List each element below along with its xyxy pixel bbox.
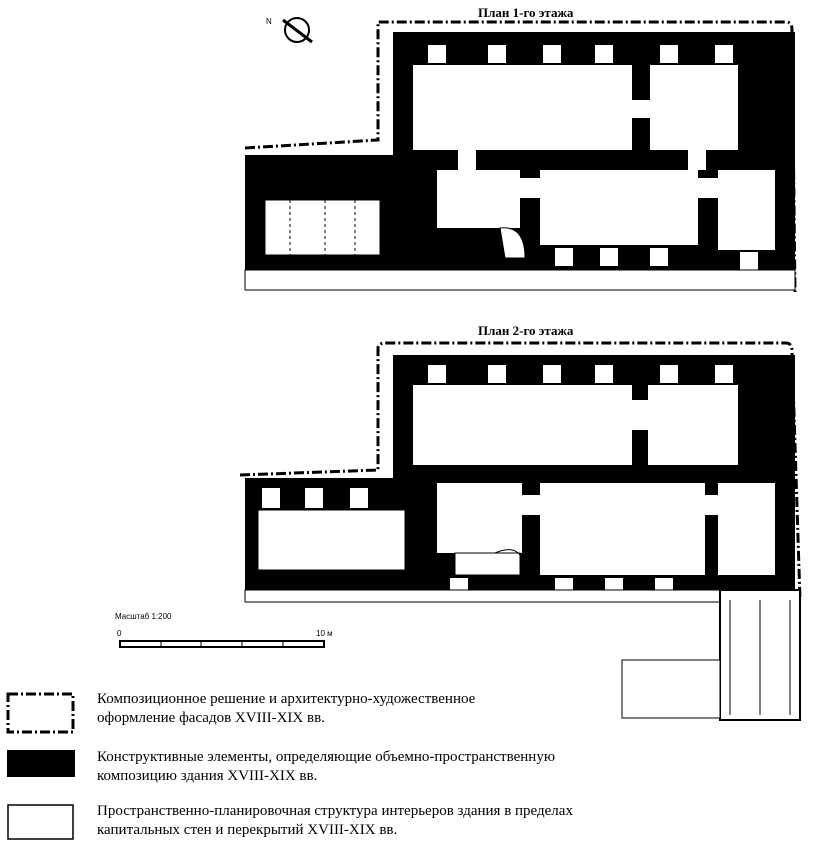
legend-text-line: оформление фасадов XVIII-XIX вв. <box>97 710 325 726</box>
legend-symbol-interior <box>7 804 74 840</box>
legend-text-line: композицию здания XVIII-XIX вв. <box>97 768 318 784</box>
legend-symbol-facade <box>6 692 75 734</box>
legend-symbol-structural <box>7 750 75 777</box>
legend-item-facade: Композиционное решение и архитектурно-ху… <box>97 690 737 728</box>
plan-2-floor <box>239 341 802 721</box>
legend-text-line: Композиционное решение и архитектурно-ху… <box>97 691 476 707</box>
legend-item-structural: Конструктивные элементы, определяющие об… <box>97 748 737 786</box>
plan-2-title: План 2-го этажа <box>478 323 574 338</box>
scale-start: 0 <box>117 629 122 638</box>
legend-text-line: Конструктивные элементы, определяющие об… <box>97 749 556 765</box>
north-arrow-icon: N <box>266 17 313 44</box>
legend-text-line: капитальных стен и перекрытий XVIII-XIX … <box>97 822 398 838</box>
scale-end: 10 м <box>316 629 333 638</box>
svg-text:N: N <box>266 17 272 26</box>
legend-item-interior: Пространственно-планировочная структура … <box>97 802 737 840</box>
facade-outline <box>239 341 802 601</box>
facade-outline <box>244 20 797 293</box>
plan-1-floor <box>244 20 797 293</box>
scale-label: Масштаб 1:200 <box>115 612 172 621</box>
scale-bar <box>119 640 325 648</box>
legend-text-line: Пространственно-планировочная структура … <box>97 803 573 819</box>
plan-1-title: План 1-го этажа <box>478 5 574 20</box>
